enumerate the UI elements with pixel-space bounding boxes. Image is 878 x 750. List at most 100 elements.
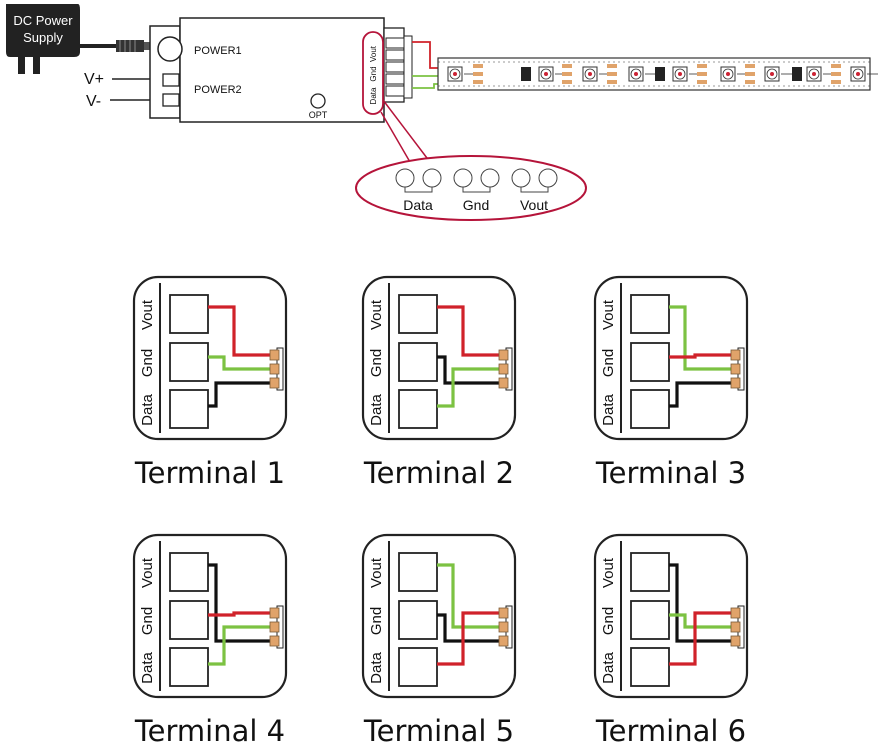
terminal-row-label: Gnd [139,349,156,377]
terminal-slot [630,389,670,429]
led-chip [582,66,610,82]
terminal-slot [169,600,209,640]
vplus-label: V+ [84,71,104,88]
solder-pad [473,64,483,84]
terminal-row-label: Data [600,652,617,684]
wire-black [669,381,733,408]
terminal-slot [169,389,209,429]
terminal-title: Terminal 3 [595,456,746,490]
terminal-row-label: Gnd [139,607,156,635]
terminal-pad [498,377,509,389]
solder-pad [607,64,617,84]
wire-red [208,611,272,617]
power1-label: POWER1 [194,45,242,57]
terminal-row-label: Vout [368,557,385,588]
terminal-row-label: Vout [368,299,385,330]
wire-black [669,563,733,643]
terminal-title: Terminal 4 [134,714,285,748]
terminal-row-label: Data [139,394,156,426]
callout-pin-pair [395,168,442,193]
terminal-slot [630,647,670,687]
solder-pad [562,64,572,84]
terminal-slot [169,342,209,382]
terminal-slot [398,552,438,592]
wire-red [437,611,501,666]
controller-body [179,17,385,123]
terminal-pad [730,377,741,389]
controller-pin-vout: Vout [369,45,378,62]
vplus-terminal [162,73,180,87]
pin-highlight [362,31,384,115]
led-chip [720,66,748,82]
callout-pin-pair [511,168,558,193]
power-supply-body [6,4,80,57]
wire-black [208,563,272,643]
led-chip [447,66,475,82]
terminal-row-label: Vout [139,299,156,330]
ic-chip [655,67,665,81]
power2-label: POWER2 [194,84,242,96]
led-chip [850,66,878,82]
wire-red [208,305,272,357]
vminus-label: V- [86,93,101,110]
wire-black [437,613,501,643]
terminal-pad [498,607,509,619]
terminal-slot [398,647,438,687]
terminal-slot [398,342,438,382]
solder-pad [745,64,755,84]
terminal-pad [269,621,280,633]
terminal-pad [498,621,509,633]
terminal-slot [169,552,209,592]
controller: POWER1 POWER2 OPT Vout Gnd Data [149,17,413,123]
terminal-slot [398,389,438,429]
terminal-slot [398,600,438,640]
led-chip [628,66,656,82]
strip-wire-red [412,41,442,69]
callout-ellipse [355,155,587,221]
wire-green [669,613,733,629]
terminal-pad [730,363,741,375]
wire-green [437,367,501,408]
callout-label-data: Data [403,197,433,213]
terminal-pad [498,349,509,361]
terminal-slot [630,600,670,640]
callout-pin-pair [453,168,500,193]
terminal-row-label: Gnd [368,349,385,377]
solder-pad [831,64,841,84]
terminal-row-label: Vout [139,557,156,588]
terminal-pad [730,607,741,619]
terminal-slot [169,294,209,334]
opt-label: OPT [309,110,328,120]
terminal-row-label: Gnd [600,607,617,635]
terminal-slot [630,294,670,334]
terminal-title: Terminal 1 [134,456,285,490]
terminal-slot [630,552,670,592]
terminal-slot [398,294,438,334]
terminal-slot [630,342,670,382]
plug-prong-right [33,57,40,74]
controller-pin-gnd: Gnd [369,66,378,81]
terminal-row-label: Data [139,652,156,684]
terminal-row-label: Vout [600,299,617,330]
terminal-slot [169,647,209,687]
wire-red [669,353,733,359]
wire-green [208,625,272,666]
led-chip [806,66,834,82]
callout-connector [382,99,431,163]
terminal-row-label: Data [368,652,385,684]
terminal-row-label: Data [368,394,385,426]
terminal-pad [730,349,741,361]
terminal-pad [269,377,280,389]
wire-black [437,355,501,385]
solder-pad [697,64,707,84]
wire-green [669,305,733,371]
terminal-pad [730,621,741,633]
terminal-pad [498,635,509,647]
controller-pin-data: Data [369,87,378,104]
terminal-pad [730,635,741,647]
callout: Data Gnd Vout [355,155,587,221]
